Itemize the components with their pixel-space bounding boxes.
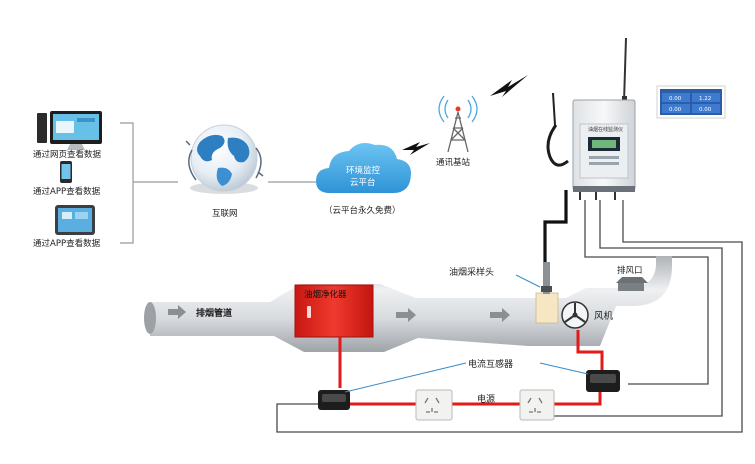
exhaust-pipeline [144, 256, 672, 352]
sampling-head-label: 油烟采样头 [449, 266, 494, 278]
monitor-device: 油烟在线监测仪 [546, 37, 636, 200]
purifier-unit [294, 284, 374, 338]
power-socket-icon [519, 389, 555, 421]
mobile-phone-icon [60, 161, 72, 183]
internet-globe-icon [185, 124, 264, 194]
fan-icon [561, 301, 589, 329]
sampling-head-icon [535, 262, 559, 324]
current-sensor-pointers [344, 362, 589, 393]
cloud-note: （云平台永久免费） [324, 205, 401, 216]
screen-reading: 0.00 [669, 96, 682, 102]
cloud-label-line2: 云平台 [350, 177, 376, 188]
screen-reading: 1.22 [699, 96, 711, 102]
outlet-label: 排风口 [617, 265, 643, 276]
fan-label: 风机 [594, 310, 614, 322]
current-transformer-icon [586, 370, 620, 392]
app-phone-label: 通过APP查看数据 [33, 186, 101, 197]
cloud-platform-icon [316, 143, 411, 193]
base-station-tower-icon [438, 95, 478, 153]
lightning-signal-icon [490, 75, 528, 97]
current-transformer-icon [318, 390, 350, 410]
power-wiring [338, 330, 604, 406]
device-bracket [120, 122, 316, 244]
sampling-head-pointer [515, 274, 541, 288]
internet-label: 互联网 [212, 209, 238, 219]
current-sensor-label: 电流互感器 [468, 358, 513, 370]
web-view-label: 通过网页查看数据 [33, 149, 102, 160]
lightning-signal-icon [402, 142, 430, 155]
exhaust-pipe-label: 排烟管道 [196, 307, 232, 319]
sampling-cable [543, 190, 568, 295]
power-label: 电源 [477, 393, 495, 405]
base-station-label: 通讯基站 [436, 157, 471, 168]
screen-reading: 0.00 [699, 107, 712, 113]
app-tablet-label: 通过APP查看数据 [33, 238, 101, 249]
monitor-front-title: 油烟在线监测仪 [588, 126, 623, 133]
desktop-computer-icon [37, 111, 102, 150]
exhaust-outlet-icon [616, 277, 648, 291]
screen-reading: 0.00 [669, 107, 682, 113]
monitor-screen-display: 0.00 1.22 0.00 0.00 [656, 85, 726, 119]
power-socket-icon [415, 389, 453, 421]
tablet-icon [55, 205, 95, 235]
purifier-label: 油烟净化器 [304, 289, 347, 300]
cloud-label-line1: 环境监控 [346, 165, 381, 176]
signal-wiring [276, 200, 743, 433]
flow-arrows [168, 305, 510, 322]
